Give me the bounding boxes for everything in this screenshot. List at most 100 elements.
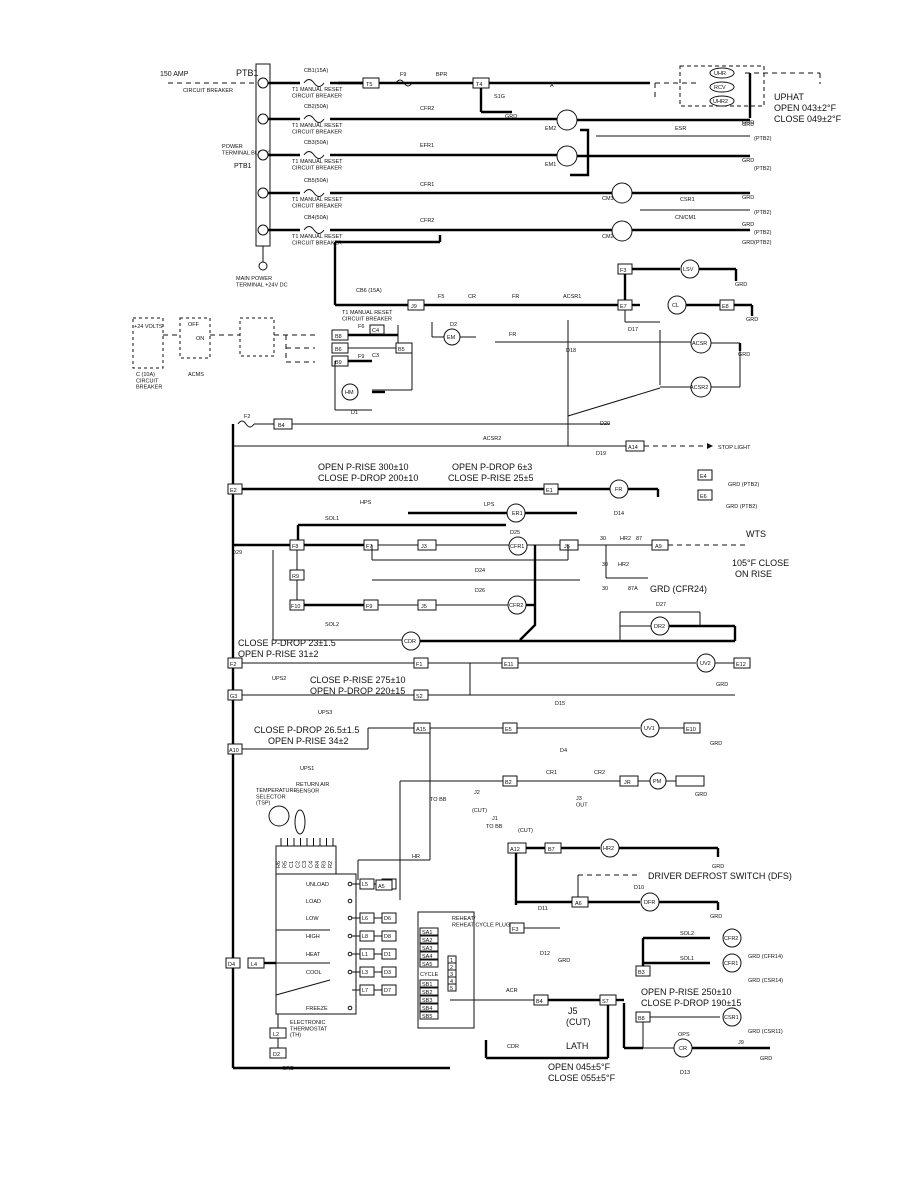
schematic-label: J5 (564, 544, 570, 550)
schematic-label: GRD (738, 352, 750, 358)
cm1-motor (611, 182, 633, 204)
csr1-lower (722, 1007, 742, 1027)
ptb-terminal (257, 77, 269, 89)
schematic-label: D4 (560, 748, 567, 754)
schematic-label: CM1 (602, 196, 614, 202)
plug-pin: SA3 (422, 946, 432, 952)
schematic-label: OPEN 045±5°F (548, 1062, 611, 1072)
plug-pin: SB3 (422, 998, 432, 1004)
ptb-terminal (257, 187, 269, 199)
acr-lath: ACR B4 J5 (CUT) S7 CDR LATH OPEN 045±5°F… (450, 988, 624, 1083)
schematic-label: WTS (746, 529, 766, 539)
schematic-label: GRD (710, 914, 722, 920)
schematic-label: A6 (575, 901, 582, 907)
schematic-label: A5 (378, 884, 385, 890)
ptb-terminal (257, 149, 269, 161)
schematic-label: F9 (358, 354, 364, 360)
schematic-label: ON (196, 336, 204, 342)
lower-right: B3 SOL2 CFR2 GRD (CFR14) SOL1 CFR1 GRD (… (622, 928, 783, 1076)
schematic-label: D26 (475, 588, 485, 594)
ptb1-label: PTB1 (236, 68, 259, 78)
schematic-label: E7 (620, 304, 627, 310)
schematic-label: 30 (600, 536, 606, 542)
schematic-label: GRD (712, 864, 724, 870)
row-cm2: CFR2 CM2 GRD (PTB2) GRD (PTB2) (420, 218, 772, 246)
schematic-label: GRD (710, 741, 722, 747)
schematic-label: B8 (335, 334, 342, 340)
schematic-label: L4 (251, 962, 257, 968)
schematic-label: OPEN P-DROP 220±15 (310, 686, 405, 696)
main-power-terminal (258, 261, 268, 271)
schematic-label: TO BB (430, 797, 447, 803)
schematic-label: CFR2 (724, 936, 738, 942)
schematic-label: T4 (476, 82, 482, 88)
schematic-label: EM1 (545, 162, 556, 168)
schematic-label: CLOSE P-RISE 25±5 (448, 473, 533, 483)
schematic-label: E8 (722, 304, 729, 310)
schematic-label: CFR1 (724, 961, 738, 967)
breaker-150-sub: CIRCUIT BREAKER (183, 88, 233, 94)
breaker-name: CB1(15A) (304, 68, 328, 74)
thermostat-d-terminal: D3 (384, 970, 391, 976)
schematic-label: EM2 (545, 126, 556, 132)
schematic-label: BPR (436, 72, 447, 78)
breaker-name: CB3(50A) (304, 140, 328, 146)
schematic-label: REHEAT/REHEAT CYCLE PLUG (452, 916, 510, 928)
plug-cycle: CYCLE (420, 972, 439, 978)
schematic-label: HR (412, 854, 420, 860)
breaker-150-label: 150 AMP (160, 71, 189, 78)
schematic-label: GRD (742, 222, 754, 228)
schematic-label: GRD (282, 1066, 294, 1072)
schematic-label: UPS2 (272, 676, 286, 682)
schematic-label: GRD (505, 114, 517, 120)
schematic-label: A10 (229, 748, 239, 754)
plug-pin: SA4 (422, 954, 432, 960)
plug-pin: SB4 (422, 1006, 432, 1012)
schematic-label: CR1 (546, 770, 557, 776)
schematic-label: E5 (505, 727, 512, 733)
schematic-label: CLOSE 055±5°F (548, 1073, 616, 1083)
schematic-label: (PTB2) (754, 210, 772, 216)
schematic-label: LATH (566, 1041, 588, 1051)
hm-meter (341, 383, 359, 401)
cfr1-lower (722, 953, 742, 973)
hps-lps-row: E2 OPEN P-RISE 300±10 CLOSE P-DROP 200±1… (227, 462, 759, 517)
schematic-label: F9 (366, 604, 372, 610)
schematic-label: CM2 (602, 234, 614, 240)
thermostat-d-terminal: D6 (384, 916, 391, 922)
schematic-label: F7 (366, 544, 372, 550)
plug-number: 1 (450, 958, 453, 964)
schematic-label: ESR (675, 126, 686, 132)
schematic-label: ACMS (188, 372, 204, 378)
schematic-label: EM (447, 335, 456, 341)
schematic-label: G3 (230, 694, 237, 700)
em1-motor (556, 145, 578, 167)
schematic-label: T5 (366, 82, 372, 88)
schematic-label: F8 (292, 544, 298, 550)
uhr2-coil (709, 95, 735, 107)
schematic-label: F2 (244, 414, 250, 420)
schematic-label: ACSR1 (563, 294, 581, 300)
schematic-label: E11 (504, 662, 513, 668)
schematic-label: F10 (291, 604, 300, 610)
row-em2: CFR2 EM2 GRD (420, 106, 754, 132)
schematic-label: E12 (736, 662, 746, 668)
rcv-coil (709, 81, 735, 93)
schematic-label: STOP LIGHT (718, 445, 751, 451)
schematic-label: GRD (CSR14) (748, 978, 783, 984)
ptb-terminal (257, 224, 269, 236)
schematic-label: S1G (494, 94, 505, 100)
schematic-label: ACSR2 (483, 436, 501, 442)
thermostat-pin: R6 (276, 861, 282, 868)
schematic-label: CLOSE P-DROP 23±1.5 (238, 638, 336, 648)
thermostat-mode: LOAD (306, 899, 321, 905)
schematic-label: D12 (540, 951, 550, 957)
